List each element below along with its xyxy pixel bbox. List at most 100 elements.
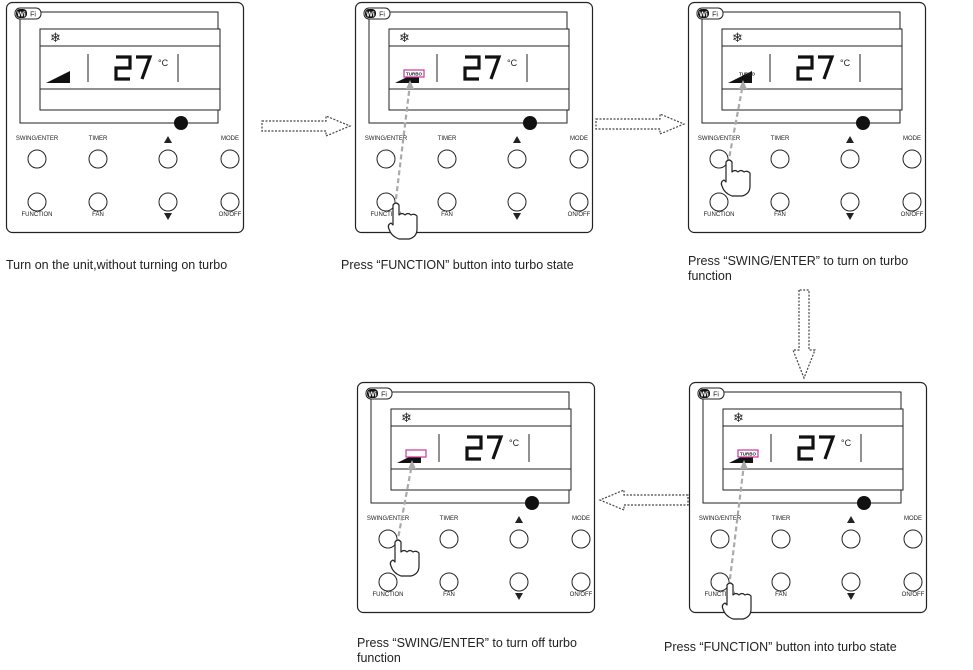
function-button-label: FUNCTION [373,592,404,598]
timer-button[interactable] [771,529,791,549]
on-off-button[interactable] [571,572,591,592]
function-button[interactable] [709,192,729,212]
svg-text:Fi: Fi [379,12,385,19]
caption-step-5: Press “FUNCTION” button into turbo state [664,640,897,654]
status-knob [523,116,537,130]
on-off-button[interactable] [569,192,589,212]
fan-button[interactable] [770,192,790,212]
on-off-button-label: ON/OFF [901,212,924,218]
caption-step-2: Press “FUNCTION” button into turbo state [341,258,574,272]
on-off-button[interactable] [220,192,240,212]
down-arrow-icon [515,593,523,600]
up-button[interactable] [841,529,861,549]
snowflake-icon: ❄ [732,31,743,46]
timer-button-label: TIMER [772,516,791,522]
mode-button[interactable] [902,149,922,169]
swing-enter-button[interactable] [709,149,729,169]
down-button[interactable] [158,192,178,212]
swing-enter-button[interactable] [376,149,396,169]
temperature-display [796,55,835,81]
down-button[interactable] [840,192,860,212]
controller-panel-3: Wi Fi ❄ °C TURBO SWING/ENTER TIMER MODE FUNCTION… [687,1,958,242]
caption-step-3: Press “SWING/ENTER” to turn on turbo fun… [688,254,909,283]
flow-arrow-right-2 [595,113,686,135]
press-pointer [727,463,746,588]
svg-text:Wi: Wi [366,12,375,19]
down-button[interactable] [507,192,527,212]
hand-pointer-icon [720,159,751,197]
up-arrow-icon [846,136,854,143]
fan-button[interactable] [771,572,791,592]
function-button-label: FUNCTION [705,592,736,598]
swing-enter-button-label: SWING/ENTER [698,136,741,142]
svg-text:Fi: Fi [713,392,719,399]
up-button[interactable] [507,149,527,169]
temperature-display [114,55,153,81]
function-button[interactable] [378,572,398,592]
mode-button[interactable] [571,529,591,549]
swing-enter-button-label: SWING/ENTER [16,136,59,142]
swing-enter-button-label: SWING/ENTER [699,516,742,522]
hand-pointer-icon [721,582,752,620]
down-arrow-icon [164,213,172,220]
on-off-button-label: ON/OFF [902,592,925,598]
temperature-display [797,435,836,461]
function-button[interactable] [710,572,730,592]
unit-label: °C [509,438,520,448]
fan-speed-icon [46,71,70,83]
wifi-icon: Wi Fi [696,7,724,20]
function-button-label: FUNCTION [371,212,402,218]
fan-button[interactable] [439,572,459,592]
mode-button-label: MODE [903,136,921,142]
timer-button-label: TIMER [771,136,790,142]
down-button[interactable] [509,572,529,592]
swing-enter-button[interactable] [378,529,398,549]
mode-button-label: MODE [221,136,239,142]
svg-text:Fi: Fi [30,12,36,19]
function-button-label: FUNCTION [704,212,735,218]
mode-button-label: MODE [904,516,922,522]
turbo-indicator: TURBO [406,72,422,77]
svg-text:Wi: Wi [699,12,708,19]
up-button[interactable] [840,149,860,169]
timer-button[interactable] [439,529,459,549]
fan-button-label: FAN [774,212,786,218]
turbo-highlight-box [403,69,425,78]
on-off-button[interactable] [902,192,922,212]
on-off-button[interactable] [903,572,923,592]
mode-button[interactable] [903,529,923,549]
timer-button[interactable] [88,149,108,169]
turbo-indicator: TURBO [740,452,756,457]
mode-button[interactable] [569,149,589,169]
mode-button[interactable] [220,149,240,169]
up-arrow-icon [515,516,523,523]
fan-speed-icon [728,71,752,83]
fan-button[interactable] [88,192,108,212]
fan-button-label: FAN [92,212,104,218]
function-button[interactable] [27,192,47,212]
press-pointer [395,463,414,545]
unit-label: °C [507,58,518,68]
timer-button[interactable] [437,149,457,169]
turbo-indicator: TURBO [739,72,755,77]
caption-step-4: Press “SWING/ENTER” to turn off turbo fu… [357,636,577,665]
up-button[interactable] [158,149,178,169]
timer-button[interactable] [770,149,790,169]
down-button[interactable] [841,572,861,592]
fan-button[interactable] [437,192,457,212]
svg-text:Fi: Fi [712,12,718,19]
on-off-button-label: ON/OFF [219,212,242,218]
status-knob [525,496,539,510]
swing-enter-button[interactable] [710,529,730,549]
unit-label: °C [840,58,851,68]
swing-enter-button[interactable] [27,149,47,169]
up-button[interactable] [509,529,529,549]
mode-button-label: MODE [570,136,588,142]
function-button[interactable] [376,192,396,212]
swing-enter-button-label: SWING/ENTER [367,516,410,522]
